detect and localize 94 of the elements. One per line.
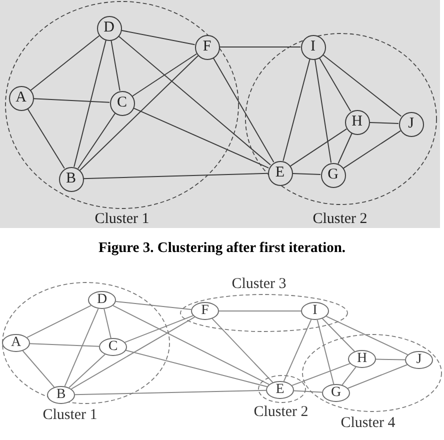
node-label: I [312, 304, 318, 318]
node-circle [194, 34, 220, 60]
node-label: J [408, 116, 414, 132]
graph-edge [290, 128, 348, 167]
node-circle [8, 86, 34, 110]
cluster-label: Cluster 2 [254, 404, 308, 420]
graph-edge [326, 316, 408, 356]
graph-edge [29, 343, 100, 347]
node-ellipse [47, 386, 75, 404]
graph-edge [212, 318, 274, 383]
node-circle [320, 162, 346, 188]
node-ellipse [405, 351, 433, 369]
node-label: C [108, 340, 118, 354]
graph-edge [132, 53, 198, 97]
graph-edge [77, 112, 116, 170]
node-ellipse [322, 384, 350, 402]
node-label: H [356, 352, 368, 366]
graph-edge [212, 57, 274, 163]
graph-edge [342, 366, 356, 386]
node-ellipse [2, 334, 30, 352]
graph-edge [376, 358, 406, 360]
graph-edge [293, 390, 323, 393]
node-label: D [96, 293, 108, 307]
graph-edge [218, 310, 302, 312]
graph-edge [118, 36, 271, 166]
graph-edge [338, 132, 352, 164]
graph-edge [70, 316, 196, 390]
node-circle [268, 160, 292, 186]
node-ellipse [191, 302, 219, 320]
graph-edge [219, 46, 301, 48]
node-label: F [201, 304, 209, 318]
node-ellipse [348, 350, 376, 368]
node-circle [344, 110, 370, 134]
node-circle [300, 34, 326, 60]
node-circle [110, 90, 134, 116]
graph-edge [74, 390, 266, 396]
node-circle [96, 16, 122, 40]
cluster-label: Cluster 4 [340, 416, 396, 430]
cluster-label: Cluster 1 [94, 212, 150, 226]
cluster-label: Cluster 2 [312, 212, 368, 226]
node-label: D [104, 20, 114, 36]
graph-edge [322, 318, 356, 352]
node-ellipse [301, 302, 329, 320]
cluster-label: Cluster 1 [42, 408, 98, 422]
node-label: G [330, 386, 342, 400]
node-label: A [10, 336, 22, 350]
graph-edge [26, 305, 92, 338]
cluster-label: Cluster 3 [232, 276, 286, 292]
graph-edge [126, 350, 268, 388]
graph-edge [316, 319, 334, 385]
node-ellipse [99, 338, 127, 356]
node-label: A [16, 90, 26, 106]
graph-edge [32, 98, 110, 103]
node-label: B [66, 172, 76, 186]
graph-edge [27, 108, 65, 169]
graph-edge [30, 35, 100, 91]
graph-edge [68, 354, 106, 388]
graph-edge [292, 363, 350, 386]
graph-edge [369, 122, 399, 124]
graph-edge [64, 308, 99, 387]
graph-edge [282, 58, 310, 162]
graph-edge [318, 57, 352, 112]
node-label: H [352, 114, 362, 130]
graph-edge [79, 55, 199, 171]
node-circle [58, 166, 84, 192]
graph-edge [347, 364, 408, 389]
graph-edge [115, 300, 192, 310]
node-label: E [276, 383, 284, 397]
graph-edge [120, 30, 196, 46]
cluster-ellipse [180, 275, 348, 332]
node-label: I [310, 40, 316, 54]
node-label: G [328, 168, 338, 182]
graph-edge [342, 130, 402, 169]
graph-edge [314, 58, 332, 164]
graph-edge [124, 315, 194, 343]
graph-edge [322, 54, 402, 117]
node-label: B [56, 388, 66, 402]
node-circle [398, 112, 424, 136]
node-ellipse [266, 381, 294, 399]
node-ellipse [88, 291, 116, 309]
node-label: F [202, 40, 212, 54]
graph-edge [83, 172, 268, 180]
node-label: J [416, 353, 422, 367]
graph-edge [292, 172, 321, 176]
graph-edge [132, 108, 270, 168]
node-label: C [117, 96, 127, 110]
graph-edge [74, 40, 106, 168]
graph-edge [104, 308, 112, 339]
graph-edge [110, 40, 120, 92]
graph-edge [283, 319, 312, 382]
graph-edge [22, 350, 55, 388]
graph-edge [112, 305, 270, 385]
figure-caption: Figure 3. Clustering after first iteration. [97, 239, 347, 257]
node-label: E [275, 166, 285, 180]
